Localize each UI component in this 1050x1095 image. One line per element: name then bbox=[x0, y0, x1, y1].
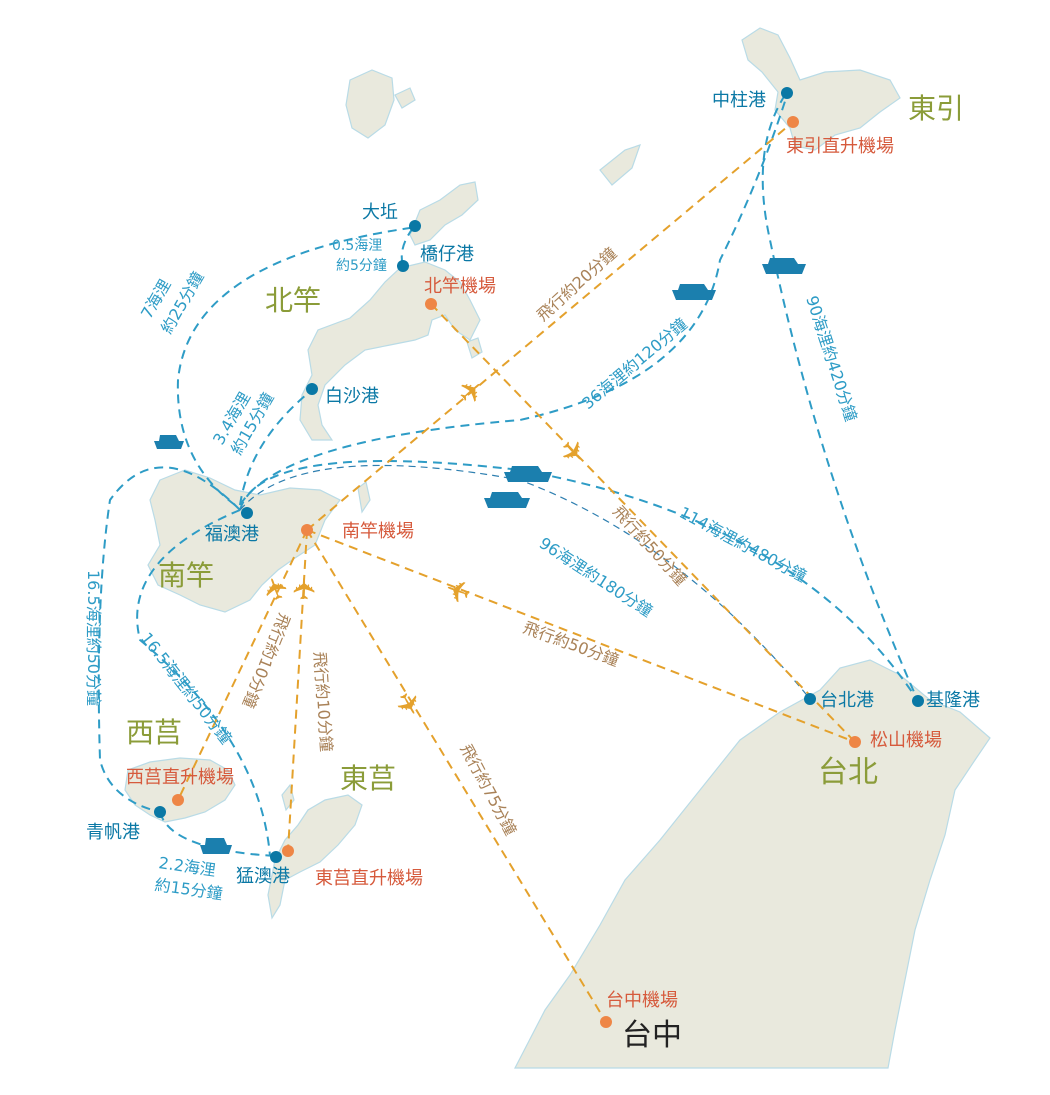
route-fuao-keelung bbox=[239, 460, 919, 702]
label-zhongzhu: 中柱港 bbox=[712, 90, 766, 111]
ship-icon bbox=[484, 492, 530, 508]
label-nangan-airport: 南竿機場 bbox=[342, 521, 414, 542]
route-fuao-zhongzhu bbox=[239, 94, 788, 506]
sea-routes bbox=[97, 94, 919, 857]
dongyin-island bbox=[741, 27, 901, 151]
airport-taichung-dot[interactable] bbox=[600, 1016, 612, 1028]
air-nangan-dongju bbox=[287, 529, 308, 852]
route-zhongzhu-keelung bbox=[761, 94, 919, 702]
air-label: 飛行約10分鐘 bbox=[310, 651, 336, 752]
air-nangan-songshan bbox=[306, 529, 856, 743]
port-qiaozi-dot[interactable] bbox=[397, 260, 409, 272]
airport-dongju-dot[interactable] bbox=[282, 845, 294, 857]
airport-xiju-dot[interactable] bbox=[172, 794, 184, 806]
plane-icon: ✈ bbox=[441, 569, 477, 610]
air-label: 飛行約75分鐘 bbox=[456, 741, 520, 839]
ship-icon bbox=[200, 838, 232, 854]
sea-label: 114海浬約480分鐘 bbox=[676, 503, 809, 586]
airport-nangan-dot[interactable] bbox=[301, 524, 313, 536]
dongju-island bbox=[267, 794, 363, 920]
label-dongyin: 東引 bbox=[908, 92, 964, 125]
sea-label: 16.5海浬約50分鐘 bbox=[84, 570, 103, 706]
taiwan-island bbox=[514, 659, 991, 1069]
dagang-island bbox=[409, 181, 479, 246]
air-label: 飛行約50分鐘 bbox=[521, 618, 622, 670]
airports bbox=[172, 116, 861, 1028]
port-mengao-dot[interactable] bbox=[270, 851, 282, 863]
air-nangan-xiju bbox=[177, 529, 308, 801]
airport-labels: 東引直升機場 北竿機場 南竿機場 西莒直升機場 東莒直升機場 松山機場 台中機場 bbox=[126, 136, 942, 1011]
helicopter-icon: ✈ bbox=[288, 576, 323, 601]
label-beigan-airport: 北竿機場 bbox=[424, 276, 496, 297]
islet bbox=[394, 87, 416, 109]
ship-icon bbox=[762, 258, 806, 274]
route-qingfan-mengao bbox=[159, 811, 277, 857]
label-keelung: 基隆港 bbox=[926, 690, 980, 711]
port-baisha-dot[interactable] bbox=[306, 383, 318, 395]
label-dagang: 大坵 bbox=[362, 202, 398, 223]
land bbox=[124, 27, 991, 1069]
label-taipei: 台北 bbox=[818, 755, 878, 790]
label-dongju-heli: 東莒直升機場 bbox=[315, 868, 423, 889]
airport-dongyin-dot[interactable] bbox=[787, 116, 799, 128]
ship-icon bbox=[504, 466, 552, 482]
label-songshan: 松山機場 bbox=[870, 730, 942, 751]
plane-icon: ✈ bbox=[386, 685, 429, 724]
ship-icon bbox=[154, 435, 184, 449]
island-labels: 東引 北竿 南竿 西莒 東莒 台北 台中 bbox=[126, 92, 964, 1053]
helicopter-icon: ✈ bbox=[451, 371, 493, 414]
ports bbox=[154, 87, 924, 863]
air-nangan-dongyin bbox=[306, 121, 794, 531]
label-taichung-airport: 台中機場 bbox=[606, 990, 678, 1011]
label-mengao: 猛澳港 bbox=[236, 866, 290, 887]
route-fuao-dagang bbox=[176, 227, 411, 506]
label-qingfan: 青帆港 bbox=[86, 822, 140, 843]
port-taipei-dot[interactable] bbox=[804, 693, 816, 705]
port-dagang-dot[interactable] bbox=[409, 220, 421, 232]
airport-songshan-dot[interactable] bbox=[849, 736, 861, 748]
route-fuao-mengao bbox=[136, 509, 271, 857]
air-label: 飛行約20分鐘 bbox=[533, 244, 620, 325]
ship-icons bbox=[154, 258, 806, 854]
label-beigan: 北竿 bbox=[265, 284, 321, 317]
port-fuao-dot[interactable] bbox=[241, 507, 253, 519]
sea-label: 36海浬約120分鐘 bbox=[578, 314, 690, 413]
port-labels: 中柱港 大坵 橋仔港 白沙港 福澳港 青帆港 猛澳港 台北港 基隆港 bbox=[86, 90, 980, 887]
air-beigan-songshan bbox=[430, 303, 856, 743]
sea-label: 約5分鐘 bbox=[336, 257, 387, 274]
route-fuao-qingfan bbox=[97, 466, 241, 813]
plane-icon: ✈ bbox=[551, 431, 594, 474]
ship-icon bbox=[672, 284, 716, 300]
label-taipei-port: 台北港 bbox=[820, 690, 874, 711]
xiju-island bbox=[124, 757, 236, 823]
airport-beigan-dot[interactable] bbox=[425, 298, 437, 310]
label-dongju: 東莒 bbox=[340, 762, 396, 795]
label-dongyin-heli: 東引直升機場 bbox=[786, 136, 894, 157]
label-baisha: 白沙港 bbox=[325, 386, 379, 407]
islet bbox=[599, 144, 641, 186]
sea-label: 0.5海浬 bbox=[332, 238, 382, 254]
air-label: 飛行約10分鐘 bbox=[239, 611, 294, 711]
label-fuao: 福澳港 bbox=[205, 524, 259, 545]
label-nangan: 南竿 bbox=[158, 559, 214, 592]
air-nangan-taichung bbox=[306, 529, 607, 1023]
port-keelung-dot[interactable] bbox=[912, 695, 924, 707]
port-qingfan-dot[interactable] bbox=[154, 806, 166, 818]
label-xiju: 西莒 bbox=[126, 716, 182, 749]
nangan-island bbox=[147, 469, 341, 613]
gaodeng-island bbox=[345, 69, 395, 139]
label-taichung: 台中 bbox=[622, 1018, 682, 1053]
label-qiaozi: 橋仔港 bbox=[420, 244, 474, 265]
label-xiju-heli: 西莒直升機場 bbox=[126, 767, 234, 788]
air-routes bbox=[177, 121, 856, 1023]
islet bbox=[357, 480, 371, 514]
route-fuao-baisha bbox=[239, 389, 313, 506]
port-zhongzhu-dot[interactable] bbox=[781, 87, 793, 99]
